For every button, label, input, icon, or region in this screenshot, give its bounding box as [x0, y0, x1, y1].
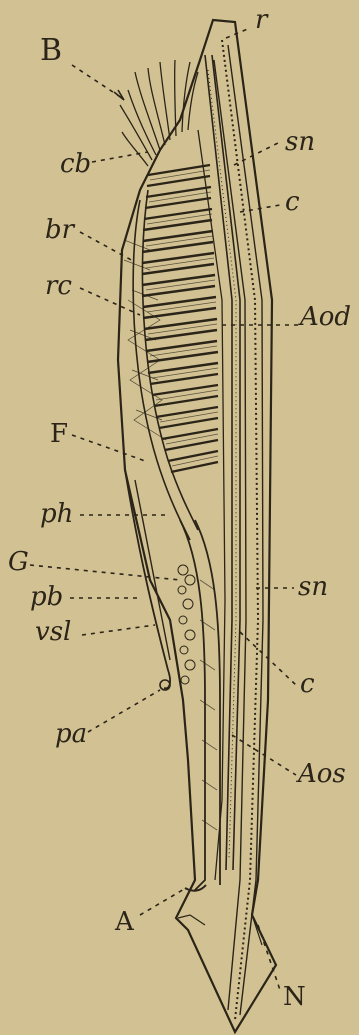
label-br: br	[45, 215, 76, 245]
label-vsl: vsl	[35, 617, 71, 647]
label-ph: ph	[40, 499, 73, 529]
label-B: B	[40, 33, 62, 68]
label-pa: pa	[55, 719, 87, 749]
label-G: G	[8, 547, 29, 577]
label-Aos: Aos	[296, 759, 346, 789]
label-sn-top: sn	[285, 127, 315, 157]
label-Aod: Aod	[298, 302, 351, 332]
label-N: N	[283, 982, 306, 1012]
label-c-top: c	[285, 187, 300, 217]
label-sn-mid: sn	[298, 572, 328, 602]
label-cb: cb	[60, 149, 91, 179]
label-r: r	[255, 5, 269, 35]
label-A: A	[114, 907, 135, 937]
label-F: F	[50, 419, 68, 449]
label-c-mid: c	[300, 669, 315, 699]
label-pb: pb	[30, 582, 63, 612]
label-rc: rc	[45, 271, 72, 301]
